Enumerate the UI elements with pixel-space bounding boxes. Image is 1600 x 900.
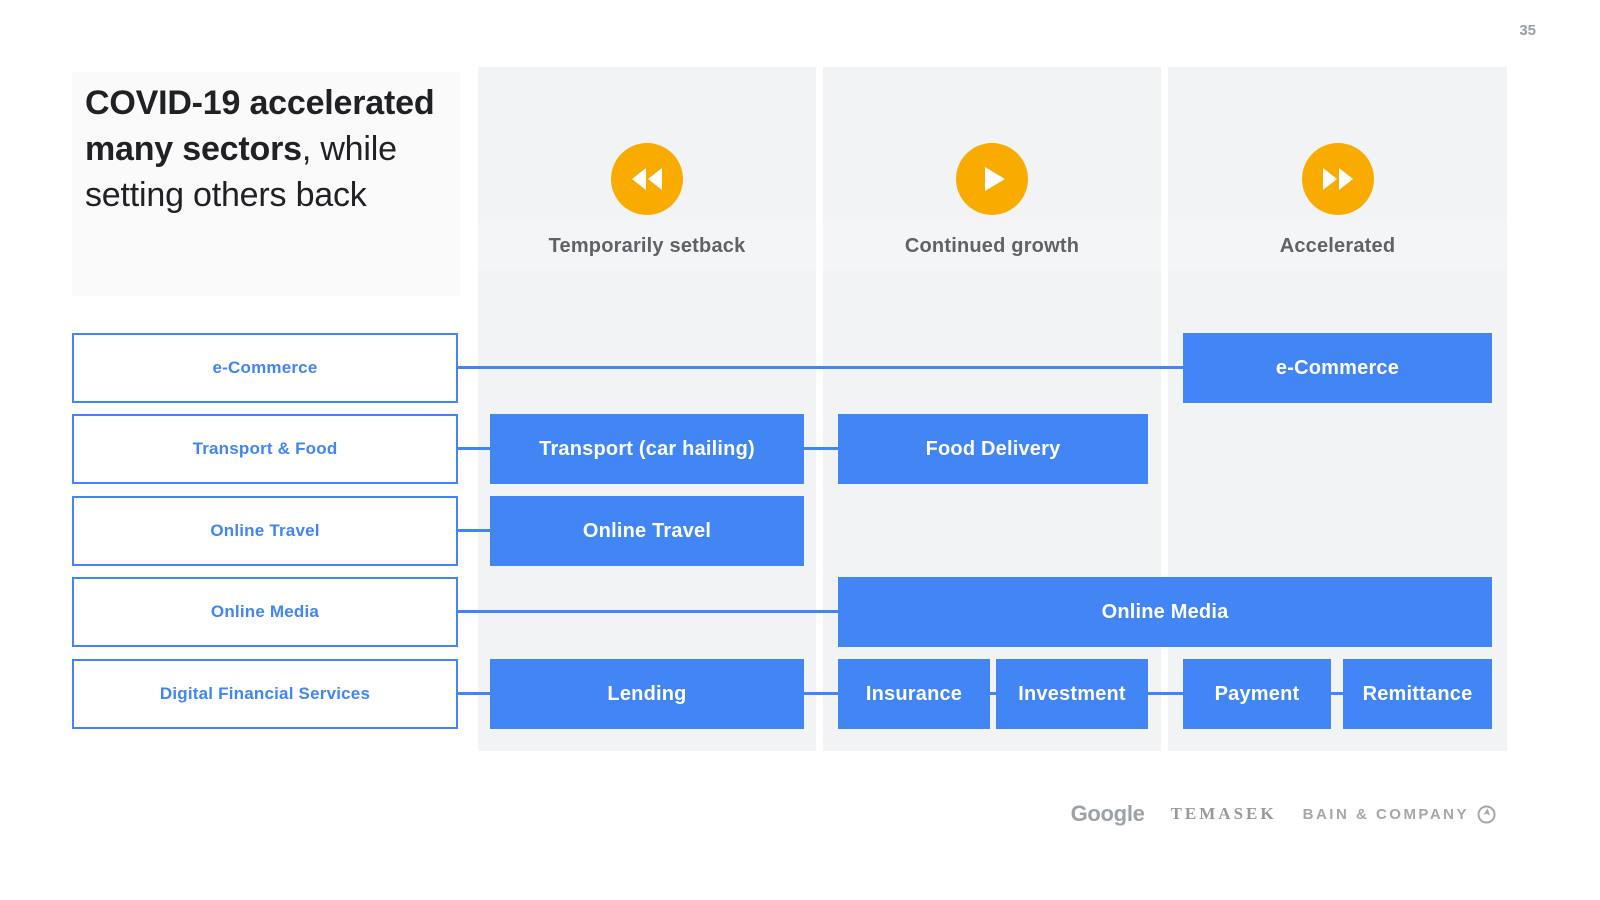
connector-line (1148, 692, 1183, 695)
column-accelerated: Accelerated (1168, 67, 1507, 751)
cell-label: Payment (1214, 682, 1300, 705)
column-label: Temporarily setback (548, 234, 746, 257)
connector-line (458, 447, 490, 450)
cell-insurance: Insurance (838, 659, 990, 729)
cell-label: e-Commerce (1275, 356, 1400, 379)
cell-label: Investment (1018, 682, 1126, 705)
fast-forward-icon (1301, 143, 1374, 215)
cell-label: Remittance (1362, 682, 1473, 705)
cell-online-travel: Online Travel (490, 496, 804, 566)
connector-line (804, 692, 838, 695)
cell-label: Transport (car hailing) (539, 437, 755, 460)
sector-box-online-travel: Online Travel (72, 496, 458, 566)
slide-title-bold: COVID-19 accelerated many sectors (85, 84, 435, 168)
column-label-band: Continued growth (823, 222, 1161, 270)
bain-company-logo: BAIN & COMPANY (1303, 805, 1496, 824)
rewind-icon (611, 143, 683, 215)
cell-payment: Payment (1183, 659, 1331, 729)
sector-box-digital-financial-services: Digital Financial Services (72, 659, 458, 729)
page-number: 35 (1519, 22, 1536, 39)
bain-compass-icon (1477, 805, 1496, 823)
column-continued-growth: Continued growth (823, 67, 1161, 751)
sector-box-online-media: Online Media (72, 577, 458, 647)
column-label-band: Temporarily setback (478, 222, 816, 270)
title-block: COVID-19 accelerated many sectors, while… (72, 72, 460, 296)
footer-logos: Google TEMASEK BAIN & COMPANY (1071, 801, 1496, 827)
google-logo: Google (1070, 801, 1145, 826)
sector-label: Online Media (210, 602, 320, 621)
column-label: Accelerated (1279, 234, 1396, 257)
cell-food-delivery: Food Delivery (838, 414, 1148, 484)
slide-title: COVID-19 accelerated many sectors, while… (85, 80, 450, 218)
cell-label: Online Travel (582, 519, 712, 542)
sector-label: Transport & Food (192, 439, 338, 458)
cell-label: Online Media (1101, 600, 1229, 623)
connector-line (1331, 692, 1343, 695)
cell-transport-car-hailing: Transport (car hailing) (490, 414, 804, 484)
connector-line (990, 692, 996, 695)
cell-lending: Lending (490, 659, 804, 729)
cell-label: Lending (607, 682, 687, 705)
sector-box-ecommerce: e-Commerce (72, 333, 458, 403)
sector-box-transport-food: Transport & Food (72, 414, 458, 484)
column-label-band: Accelerated (1168, 222, 1507, 270)
connector-line (804, 447, 838, 450)
cell-remittance: Remittance (1343, 659, 1492, 729)
sector-label: e-Commerce (212, 358, 318, 377)
connector-line (458, 692, 490, 695)
temasek-logo: TEMASEK (1170, 804, 1277, 823)
sector-label: Digital Financial Services (159, 684, 371, 703)
cell-online-media: Online Media (838, 577, 1492, 647)
connector-line (458, 366, 1183, 369)
slide-title-regular: , while setting others back (85, 130, 397, 214)
cell-investment: Investment (996, 659, 1148, 729)
connector-line (458, 610, 838, 613)
column-temporarily-setback: Temporarily setback (478, 67, 816, 751)
cell-label: Insurance (865, 682, 963, 705)
play-icon (956, 143, 1028, 215)
cell-label: Food Delivery (925, 437, 1061, 460)
bain-company-logo-text: BAIN & COMPANY (1302, 805, 1469, 823)
column-label: Continued growth (904, 234, 1080, 257)
sector-label: Online Travel (210, 521, 320, 540)
connector-line (458, 529, 490, 532)
cell-ecommerce-accelerated: e-Commerce (1183, 333, 1492, 403)
